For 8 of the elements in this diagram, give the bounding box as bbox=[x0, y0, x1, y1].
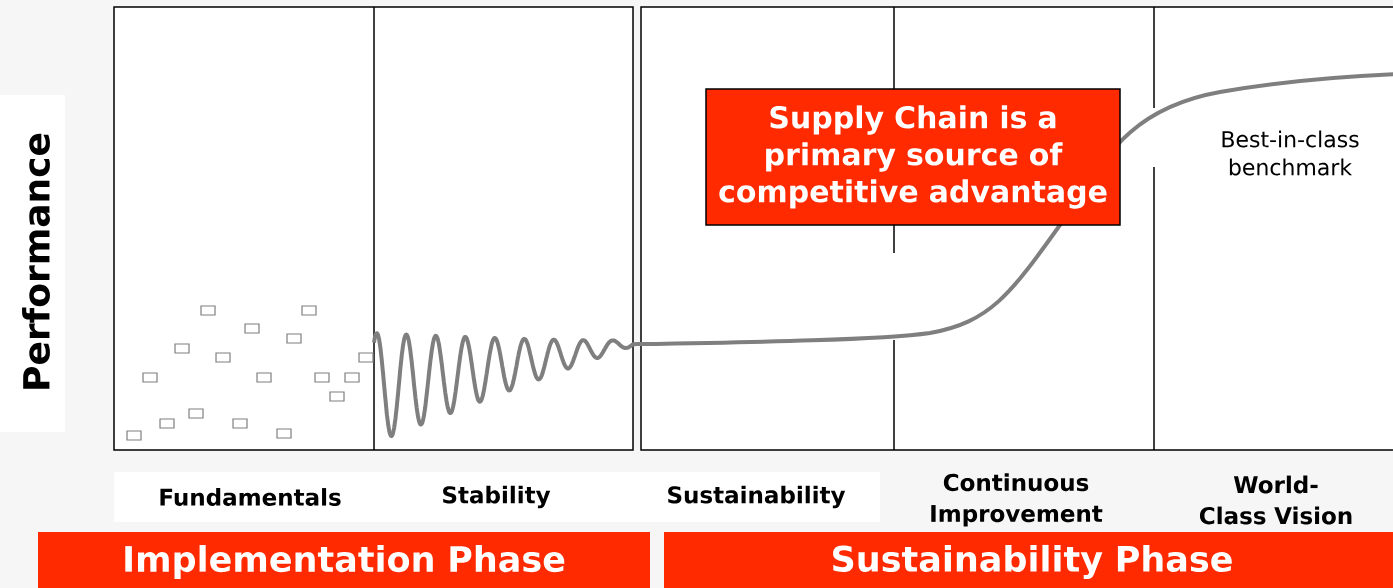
stage-label: Fundamentals bbox=[160, 488, 341, 506]
phase-bar: Sustainability Phase bbox=[664, 532, 1393, 588]
axis-label: Performance bbox=[22, 133, 50, 389]
stage-label: Sustainability bbox=[668, 485, 846, 509]
stage-label: Stability bbox=[443, 485, 551, 509]
annotation: Best-in-class benchmark bbox=[1222, 130, 1359, 176]
callout-box: Supply Chain is a primary source of competitive advantage bbox=[705, 88, 1121, 226]
phase-bar: Implementation Phase bbox=[38, 532, 650, 588]
